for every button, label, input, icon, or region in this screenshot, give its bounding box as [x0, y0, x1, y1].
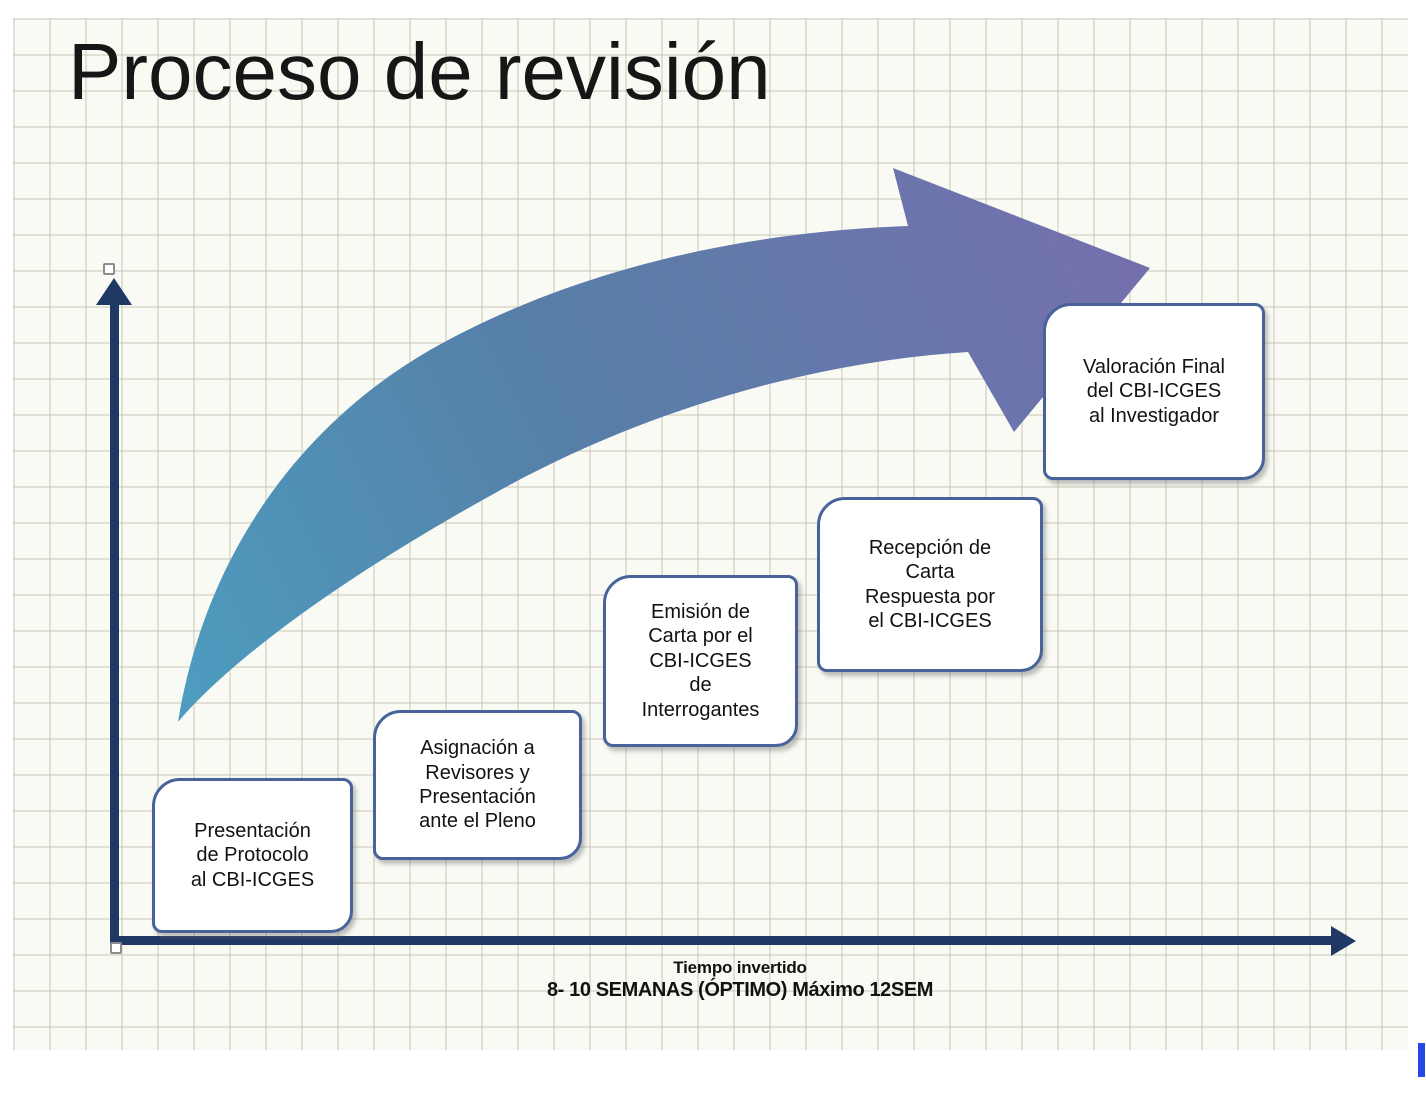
x-axis-line	[110, 936, 1332, 945]
y-axis-arrowhead	[96, 278, 132, 305]
step-callout-4: Recepción de Carta Respuesta por el CBI-…	[817, 497, 1043, 672]
selection-handle-origin[interactable]	[110, 942, 122, 954]
selection-handle-top[interactable]	[103, 263, 115, 275]
step-2-label: Asignación a Revisores y Presentación an…	[419, 737, 536, 833]
step-4-label: Recepción de Carta Respuesta por el CBI-…	[864, 536, 996, 632]
step-1-label: Presentación de Protocolo al CBI-ICGES	[190, 819, 315, 891]
step-callout-3: Emisión de Carta por el CBI-ICGES de Int…	[603, 575, 798, 747]
x-axis-arrowhead	[1331, 926, 1356, 956]
text-cursor-bar	[1418, 1043, 1425, 1077]
x-axis-label-line2: 8- 10 SEMANAS (ÓPTIMO) Máximo 12SEM	[546, 979, 934, 1001]
step-callout-5: Valoración Final del CBI-ICGES al Invest…	[1043, 303, 1265, 480]
slide-title: Proceso de revisión	[68, 27, 771, 116]
y-axis-line	[110, 296, 119, 944]
step-callout-1: Presentación de Protocolo al CBI-ICGES	[152, 778, 353, 933]
step-3-label: Emisión de Carta por el CBI-ICGES de Int…	[641, 601, 760, 721]
step-callout-2: Asignación a Revisores y Presentación an…	[373, 710, 582, 860]
x-axis-label-line1: Tiempo invertido	[673, 958, 807, 977]
step-5-label: Valoración Final del CBI-ICGES al Invest…	[1083, 355, 1225, 427]
curved-arrow-shape	[178, 168, 1150, 722]
x-axis-label: Tiempo invertido 8- 10 SEMANAS (ÓPTIMO) …	[500, 958, 980, 1002]
